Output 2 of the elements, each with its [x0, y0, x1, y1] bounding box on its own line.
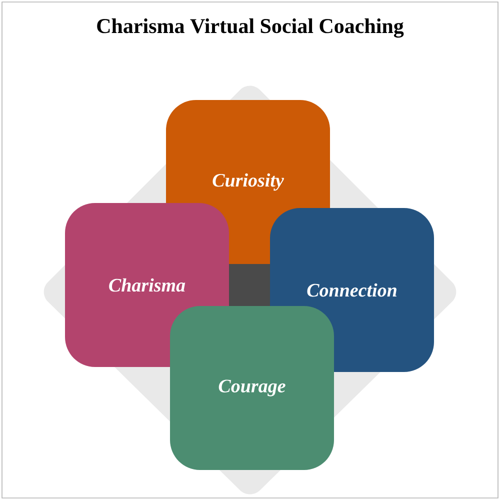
title: Charisma Virtual Social Coaching: [97, 18, 404, 38]
rounded-square: Courage: [170, 306, 334, 470]
